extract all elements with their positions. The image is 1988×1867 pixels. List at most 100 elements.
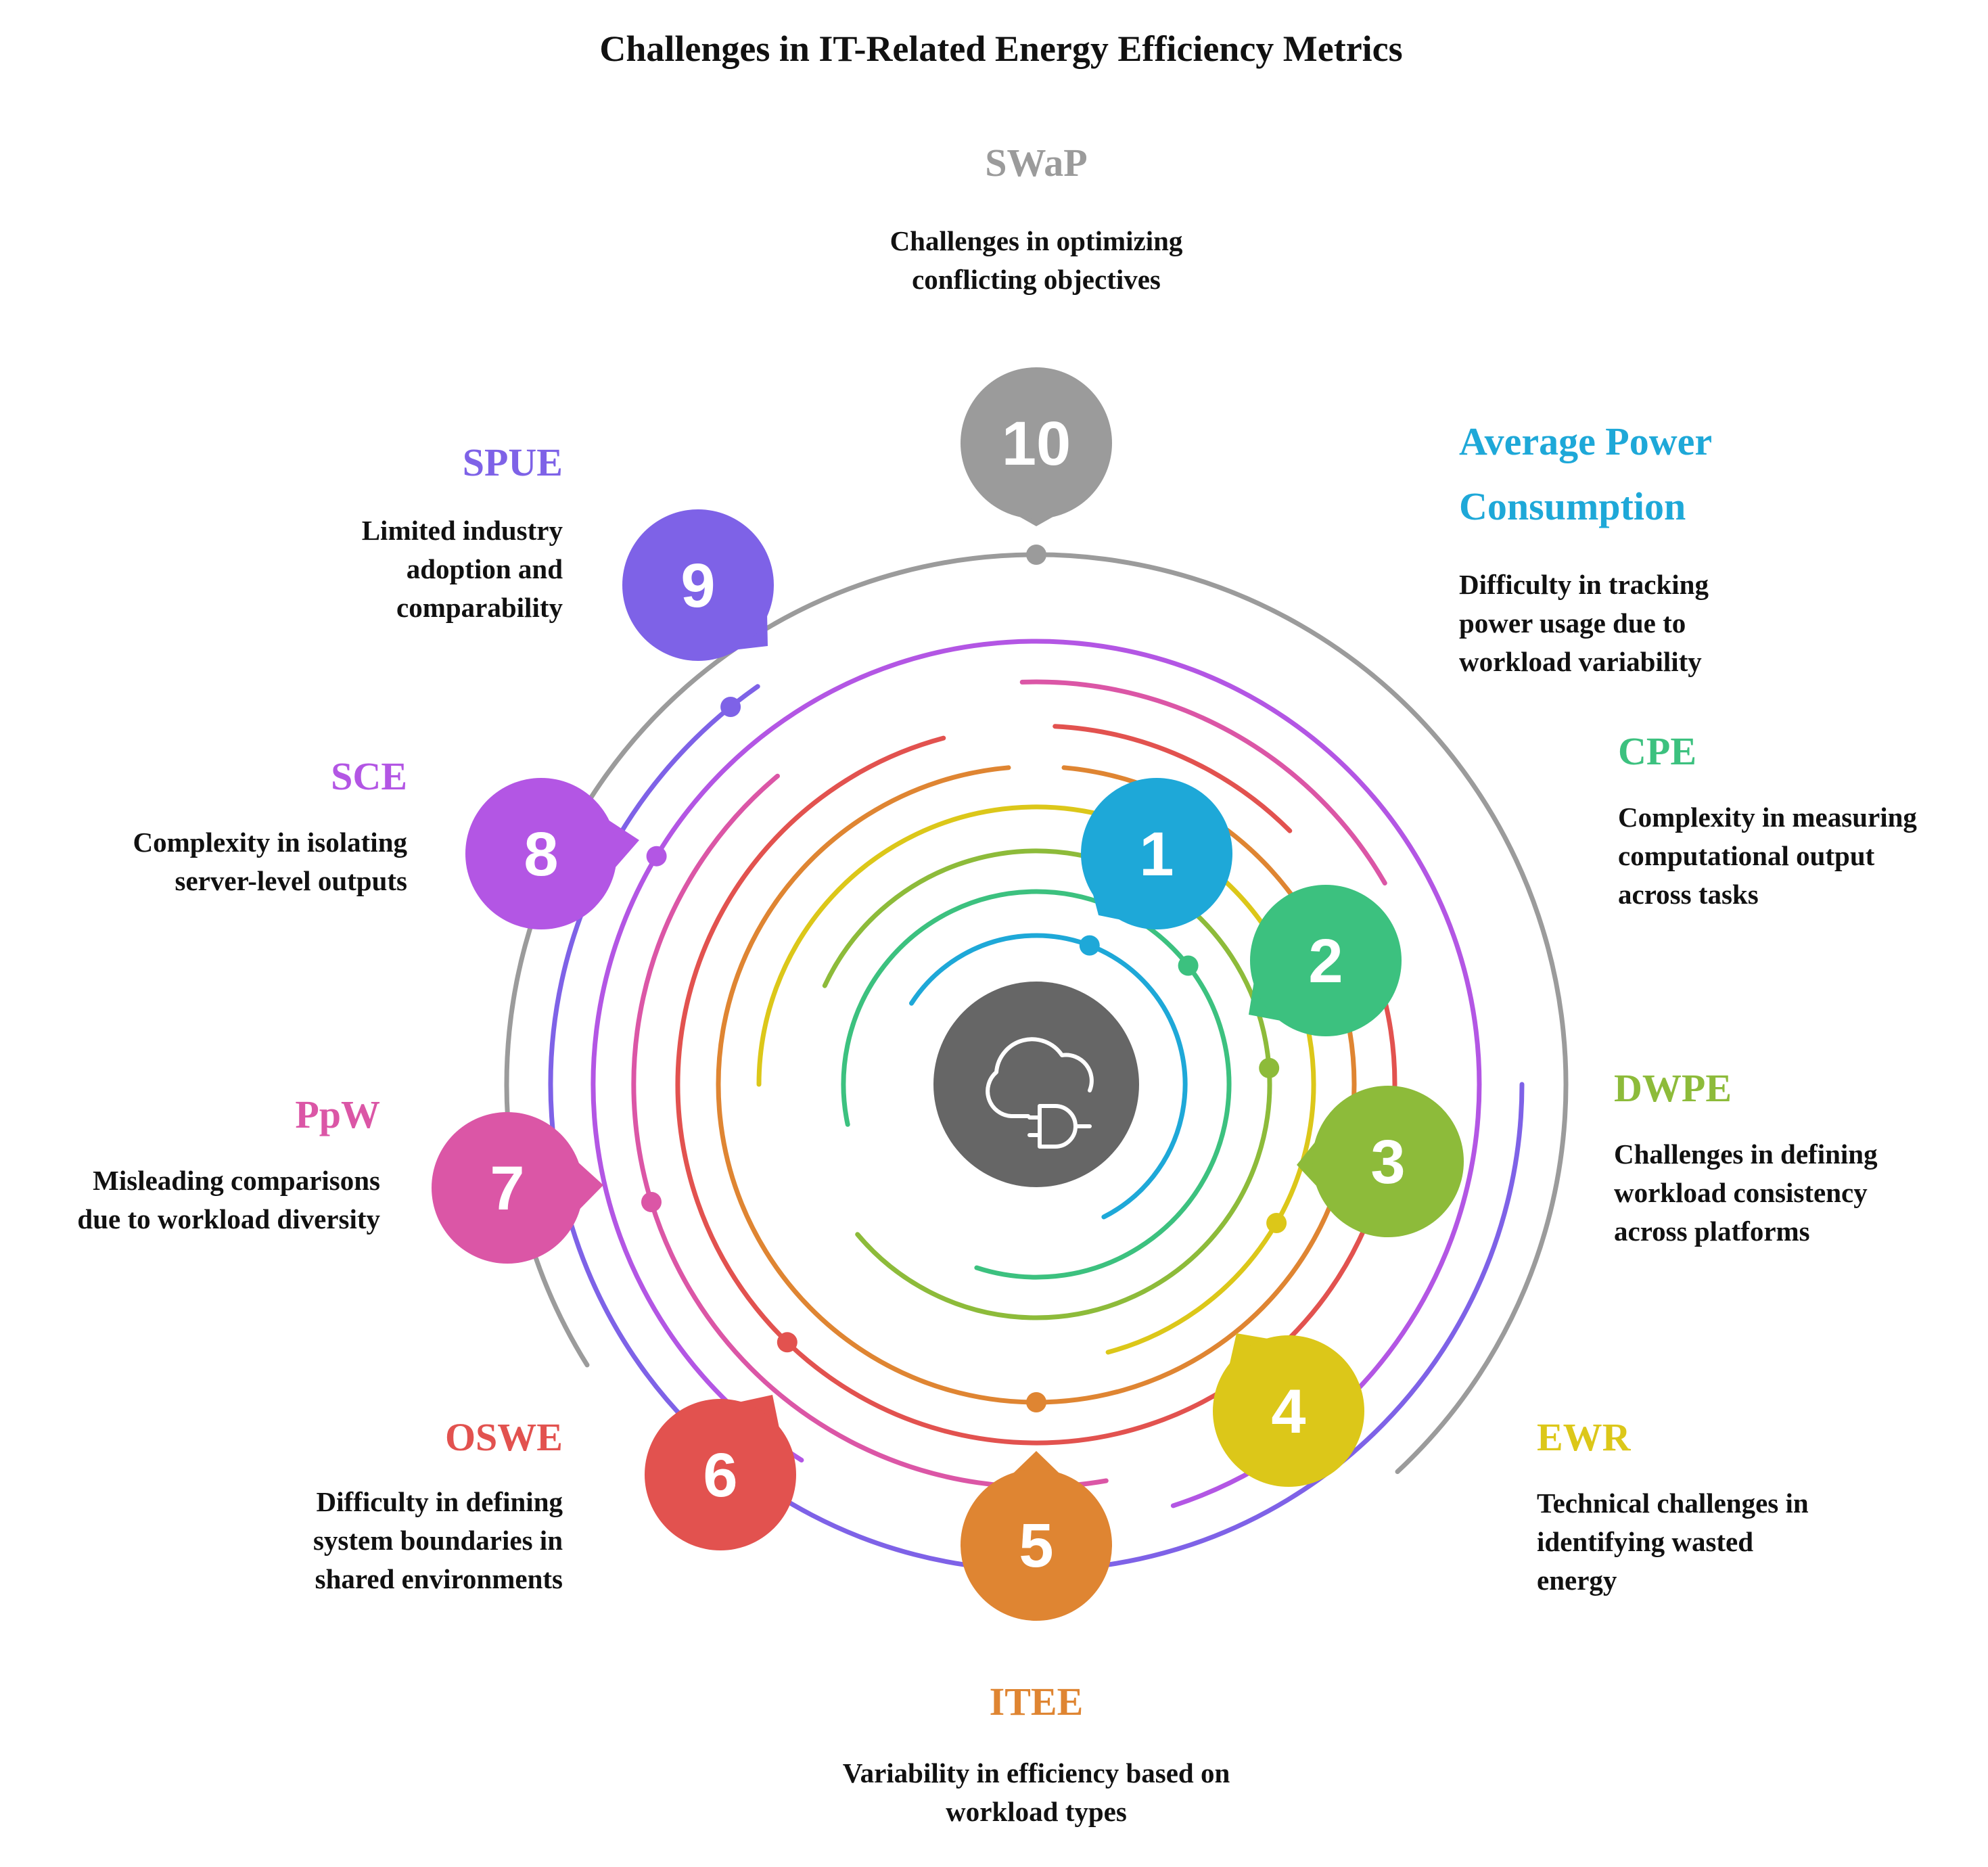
label-desc-3-2: workload consistency xyxy=(1614,1177,1868,1208)
marker-circle-4 xyxy=(1213,1335,1364,1487)
marker-7: 7 xyxy=(432,1112,603,1264)
label-desc-3-3: across platforms xyxy=(1614,1216,1810,1247)
marker-number-1: 1 xyxy=(1139,820,1174,889)
label-heading-5: ITEE xyxy=(990,1680,1084,1724)
label-heading-8: SCE xyxy=(331,754,407,798)
marker-circle-3 xyxy=(1312,1086,1464,1237)
marker-8: 8 xyxy=(465,778,639,929)
diagram-title: Challenges in IT-Related Energy Efficien… xyxy=(599,28,1402,69)
marker-number-2: 2 xyxy=(1308,927,1343,996)
label-heading-1-2: Consumption xyxy=(1459,484,1686,528)
marker-3: 3 xyxy=(1297,1086,1464,1237)
label-6: OSWE Difficulty in defining system boundar… xyxy=(313,1415,563,1594)
ring-arc-2-1 xyxy=(841,889,1232,1280)
ring-dot-9 xyxy=(720,697,741,717)
marker-circle-10 xyxy=(961,367,1112,519)
marker-number-3: 3 xyxy=(1370,1128,1405,1197)
ring-arc-7-2 xyxy=(1019,679,1387,885)
label-desc-6-3: shared environments xyxy=(315,1563,563,1594)
marker-number-8: 8 xyxy=(524,820,558,889)
marker-circle-6 xyxy=(645,1399,796,1550)
label-desc-9-2: adoption and xyxy=(407,553,563,584)
ring-arc-6-1 xyxy=(1053,724,1293,833)
label-desc-8-2: server-level outputs xyxy=(175,865,407,896)
label-5: ITEE Variability in efficiency based on wo… xyxy=(843,1680,1230,1827)
label-heading-3: DWPE xyxy=(1614,1066,1732,1110)
ring-arc-3-1 xyxy=(822,848,1272,1320)
label-heading-6: OSWE xyxy=(445,1415,563,1459)
cloud-plug-icon xyxy=(986,1037,1094,1149)
ring-dot-4 xyxy=(1266,1213,1287,1233)
label-heading-10: SWaP xyxy=(985,141,1088,185)
label-desc-4-2: identifying wasted xyxy=(1537,1526,1753,1557)
label-desc-9-3: comparability xyxy=(396,592,563,623)
ring-dot-5 xyxy=(1026,1392,1046,1412)
label-desc-6-1: Difficulty in defining xyxy=(317,1486,563,1517)
marker-10: 10 xyxy=(961,367,1112,526)
label-10: SWaP Challenges in optimizing conflicting … xyxy=(890,141,1183,295)
center-hub xyxy=(933,982,1139,1187)
ring-dot-3 xyxy=(1259,1057,1280,1078)
marker-circle-2 xyxy=(1250,885,1402,1036)
ring-dot-1 xyxy=(1079,935,1100,956)
marker-2: 2 xyxy=(1249,885,1402,1036)
label-heading-4: EWR xyxy=(1537,1415,1632,1459)
label-desc-5-2: workload types xyxy=(946,1796,1127,1827)
ring-arc-9-1 xyxy=(548,684,1525,1573)
ring-dot-7 xyxy=(641,1192,662,1212)
marker-circle-9 xyxy=(622,509,774,661)
label-desc-9-1: Limited industry xyxy=(362,515,563,546)
marker-circle-5 xyxy=(961,1469,1112,1621)
marker-1: 1 xyxy=(1081,778,1232,929)
label-desc-7-2: due to workload diversity xyxy=(77,1203,380,1235)
label-desc-1-3: workload variability xyxy=(1459,646,1702,677)
marker-number-5: 5 xyxy=(1019,1511,1053,1580)
ring-dot-8 xyxy=(646,846,667,867)
label-desc-3-1: Challenges in defining xyxy=(1614,1138,1878,1170)
label-desc-5-1: Variability in efficiency based on xyxy=(843,1757,1230,1789)
label-desc-6-2: system boundaries in xyxy=(313,1525,563,1556)
label-desc-10-1: Challenges in optimizing xyxy=(890,225,1183,256)
marker-circle-7 xyxy=(432,1112,583,1264)
marker-number-9: 9 xyxy=(680,551,715,620)
label-desc-10-2: conflicting objectives xyxy=(912,264,1161,295)
marker-9: 9 xyxy=(622,509,774,661)
ring-dot-6 xyxy=(777,1332,797,1353)
label-4: EWR Technical challenges in identifying wa… xyxy=(1537,1415,1809,1596)
marker-number-10: 10 xyxy=(1002,409,1071,478)
label-desc-8-1: Complexity in isolating xyxy=(133,827,408,858)
ring-arc-8-1 xyxy=(591,639,1482,1508)
label-desc-1-2: power usage due to xyxy=(1459,607,1686,639)
label-3: DWPE Challenges in defining workload consi… xyxy=(1614,1066,1878,1247)
ring-dot-2 xyxy=(1178,955,1199,976)
label-heading-1-1: Average Power xyxy=(1459,419,1712,463)
label-desc-1-1: Difficulty in tracking xyxy=(1459,569,1709,600)
ring-dot-10 xyxy=(1026,545,1046,565)
label-desc-2-3: across tasks xyxy=(1618,879,1759,910)
label-heading-2: CPE xyxy=(1618,729,1696,773)
label-desc-4-1: Technical challenges in xyxy=(1537,1488,1809,1519)
label-heading-7: PpW xyxy=(295,1092,380,1136)
marker-circle-8 xyxy=(465,778,617,929)
label-desc-2-1: Complexity in measuring xyxy=(1618,802,1917,833)
label-7: PpW Misleading comparisons due to workload… xyxy=(77,1092,380,1235)
marker-circle-1 xyxy=(1081,778,1232,929)
markers-layer: 1 2 3 4 5 6 7 8 9 10 xyxy=(432,367,1464,1621)
label-desc-2-2: computational output xyxy=(1618,840,1875,871)
label-9: SPUE Limited industry adoption and comparab… xyxy=(362,440,563,623)
center-circle xyxy=(933,982,1139,1187)
ring-arc-1-1 xyxy=(909,933,1188,1220)
marker-4: 4 xyxy=(1213,1333,1364,1487)
marker-number-7: 7 xyxy=(490,1154,524,1223)
marker-number-4: 4 xyxy=(1271,1377,1305,1446)
marker-5: 5 xyxy=(961,1451,1112,1621)
ring-arc-7-1 xyxy=(631,773,1109,1490)
ring-arc-10-1 xyxy=(504,552,1569,1475)
label-desc-7-1: Misleading comparisons xyxy=(93,1165,380,1196)
label-heading-9: SPUE xyxy=(463,440,563,484)
marker-number-6: 6 xyxy=(703,1441,737,1510)
label-8: SCE Complexity in isolating server-level o… xyxy=(133,754,408,896)
